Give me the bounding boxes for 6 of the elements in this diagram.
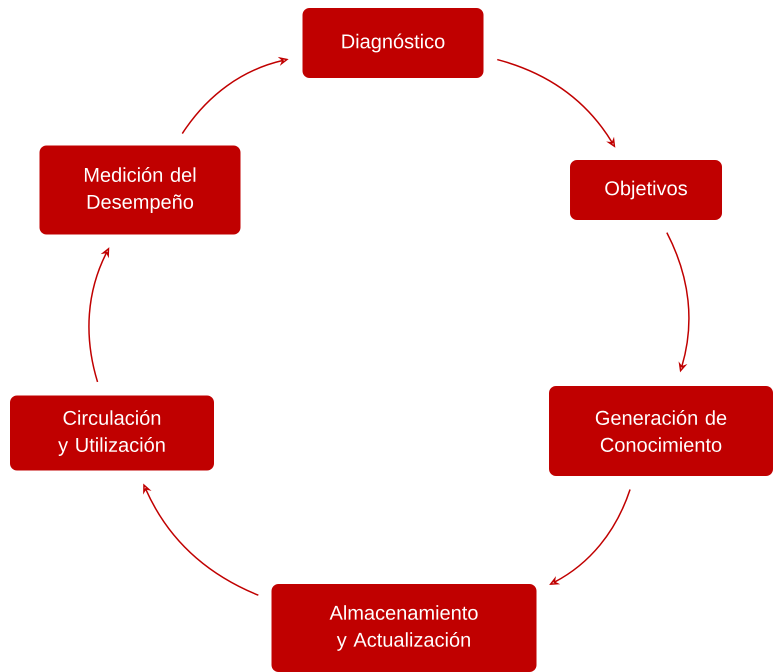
process-box: Objetivos — [570, 160, 722, 220]
process-box: Generación de Conocimiento — [549, 386, 773, 476]
process-box: Almacenamiento y Actualización — [272, 584, 536, 672]
process-box: Diagnóstico — [302, 8, 484, 78]
process-box: Medición del Desempeño — [40, 146, 240, 234]
process-box: Circulación y Utilización — [10, 396, 214, 470]
